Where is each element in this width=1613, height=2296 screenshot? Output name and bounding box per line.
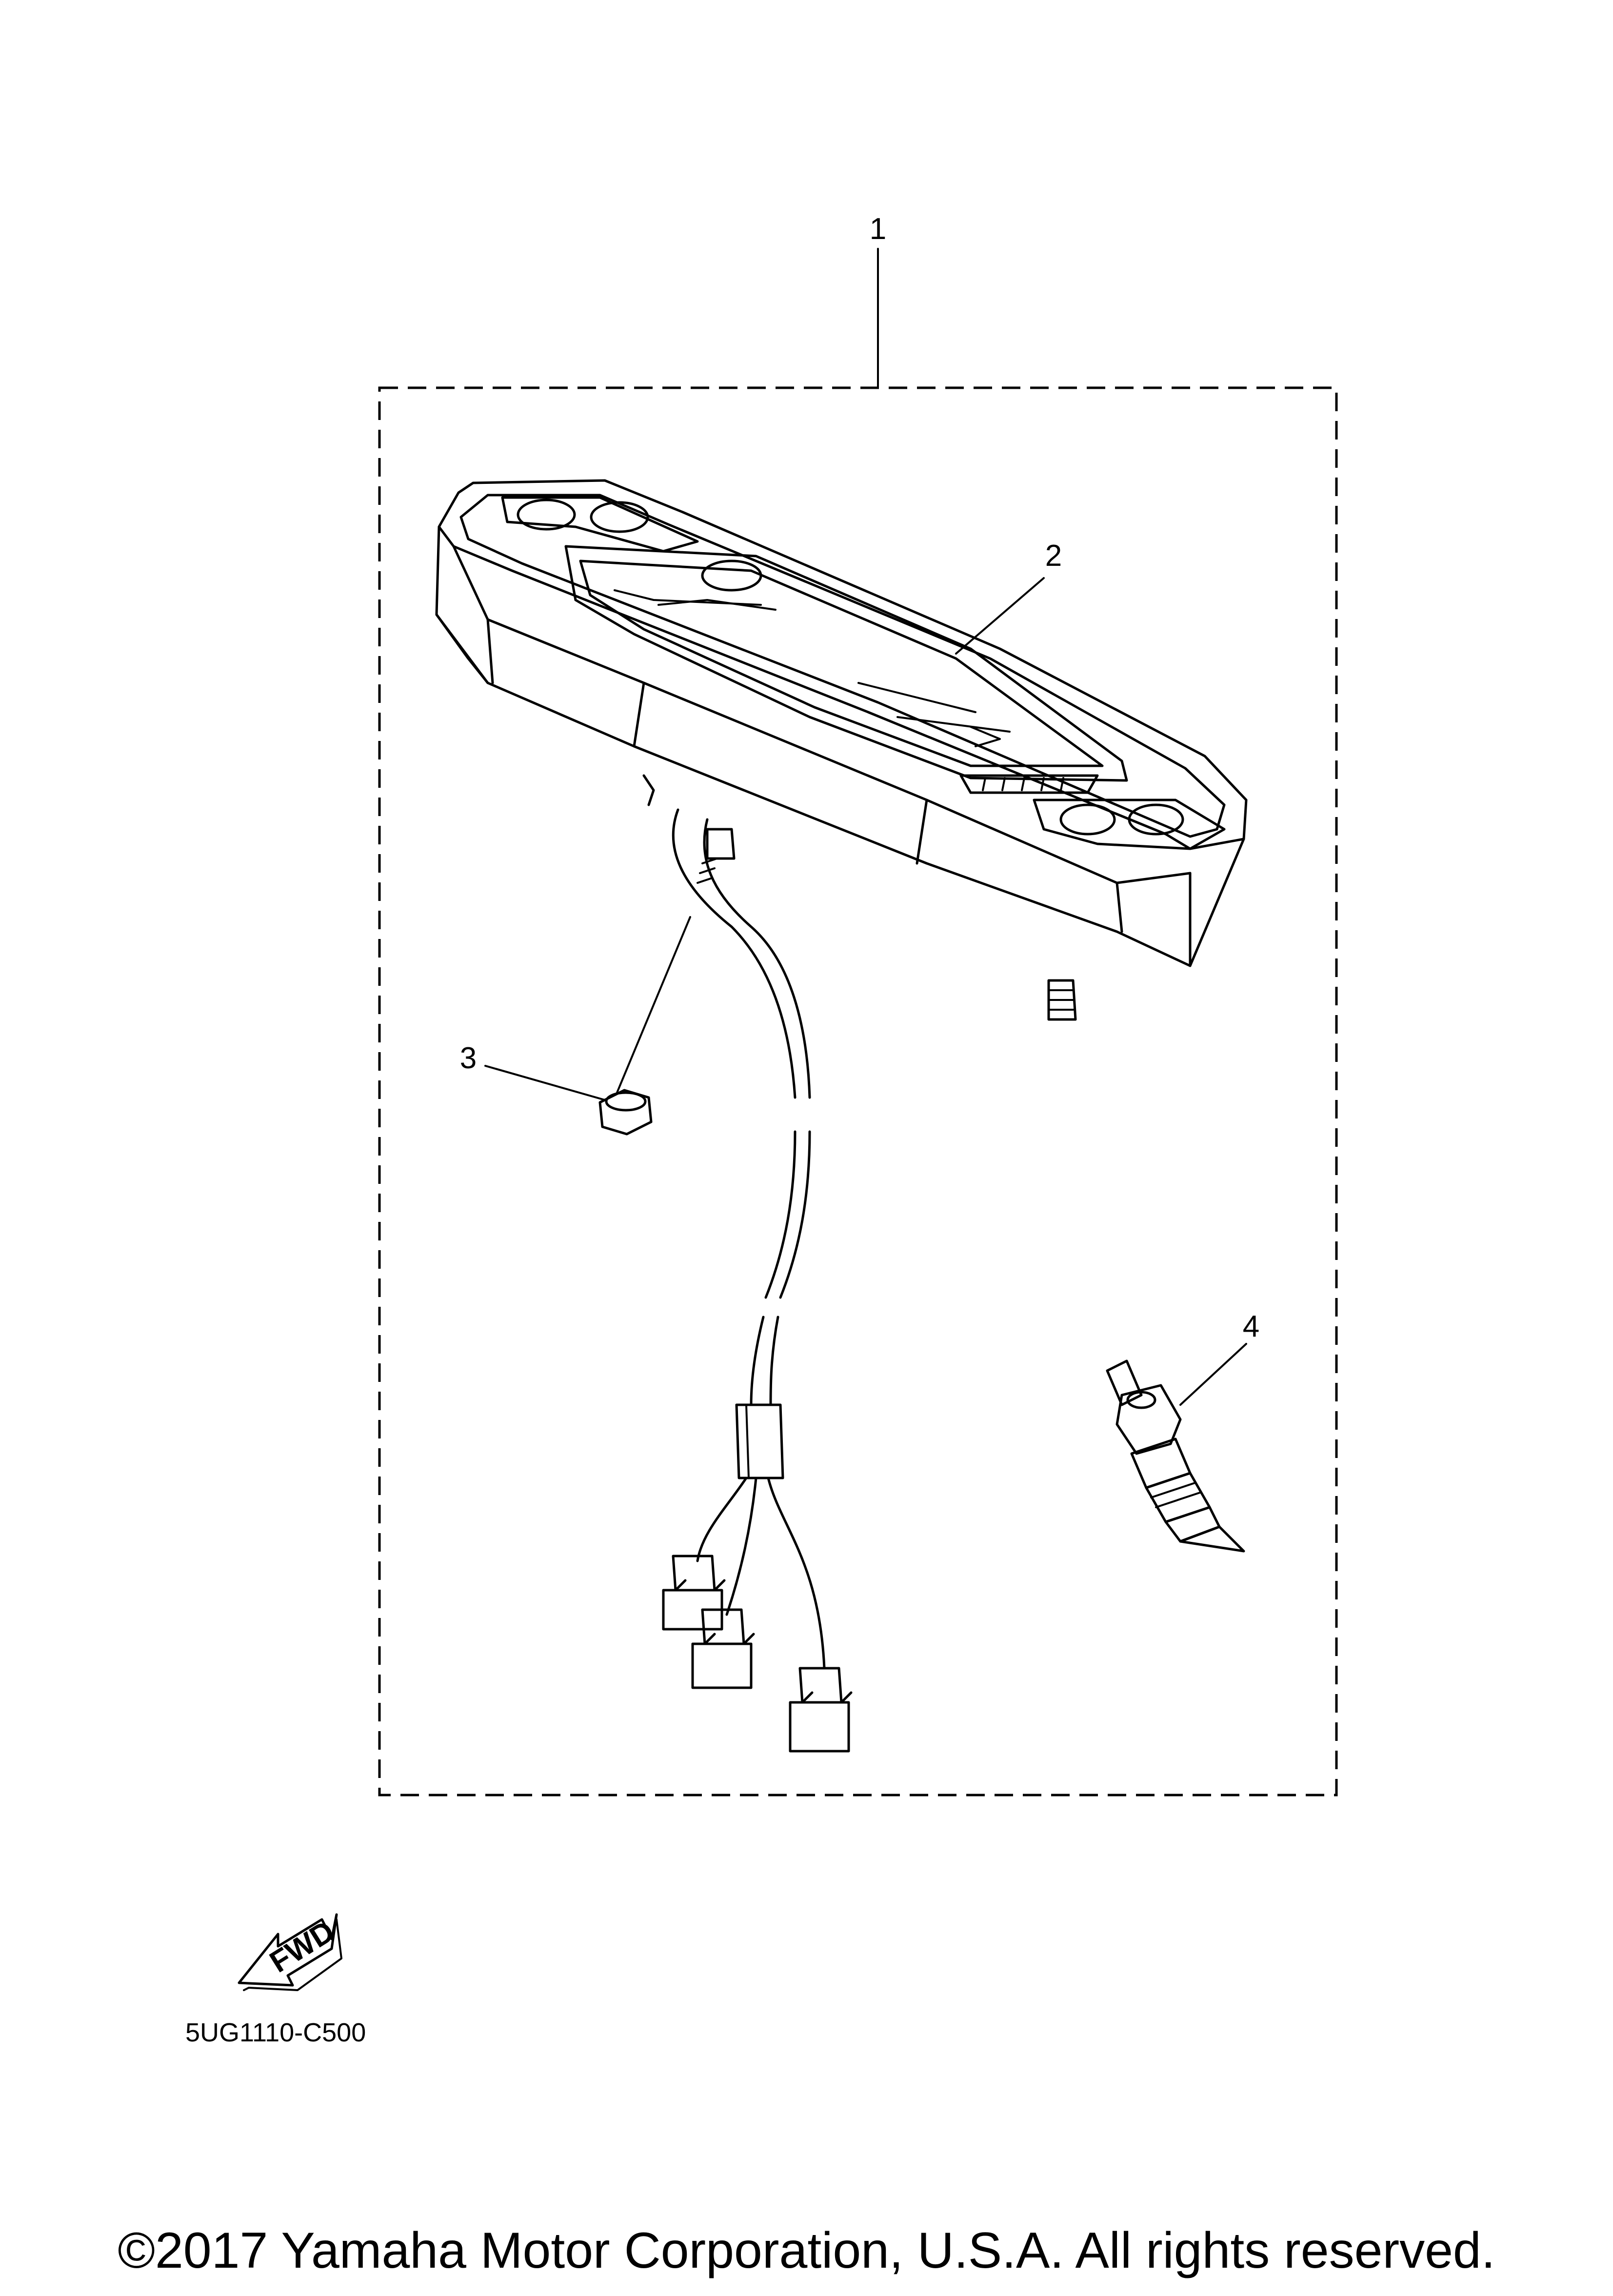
connector-3[interactable]: [789, 1667, 853, 1753]
callout-2[interactable]: 2: [955, 539, 1062, 655]
nut[interactable]: [598, 916, 691, 1136]
connector-1[interactable]: [662, 1555, 726, 1631]
callout-3[interactable]: 3: [460, 1041, 606, 1101]
assembly-boundary: [378, 386, 1338, 1797]
callout-3-label: 3: [460, 1041, 477, 1075]
diagram-code: 5UG1110-C500: [185, 2018, 366, 2047]
meter-assembly[interactable]: [435, 479, 1248, 1021]
switch-sensor[interactable]: [1106, 1359, 1245, 1553]
callout-4-label: 4: [1243, 1310, 1259, 1343]
copyright-notice: ©2017 Yamaha Motor Corporation, U.S.A. A…: [118, 2222, 1495, 2279]
wire-harness[interactable]: [672, 808, 826, 1670]
callout-1-label: 1: [870, 212, 886, 246]
connector-2[interactable]: [691, 1608, 755, 1689]
callout-2-label: 2: [1045, 539, 1062, 573]
callout-4[interactable]: 4: [1179, 1310, 1259, 1406]
fwd-arrow-icon: FWD: [238, 1913, 342, 1991]
callout-1[interactable]: 1: [870, 212, 886, 389]
fwd-label: FWD: [264, 1914, 340, 1979]
